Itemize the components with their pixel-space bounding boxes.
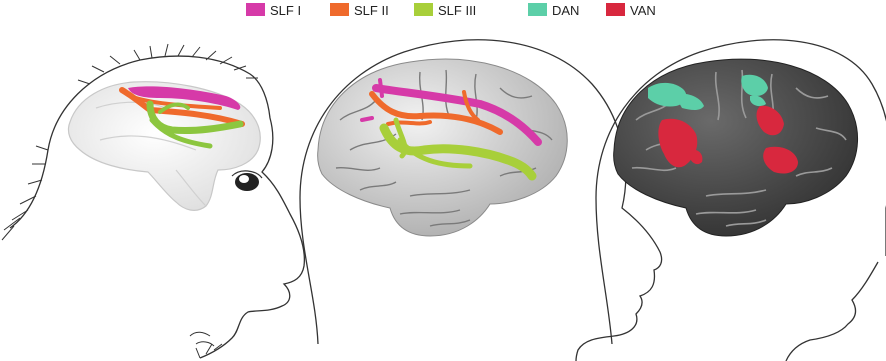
human-panel-tracts (300, 40, 662, 361)
human-panel-networks (596, 40, 886, 361)
monkey-panel (2, 44, 304, 358)
